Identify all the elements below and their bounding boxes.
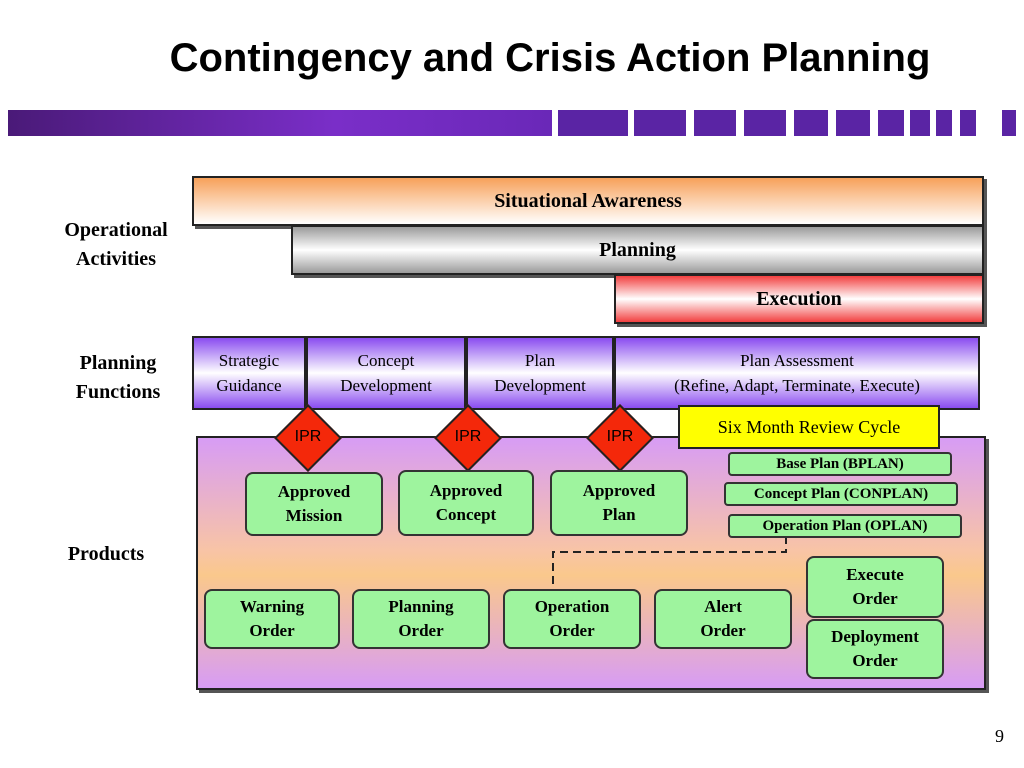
six-month-review-box: Six Month Review Cycle [678,405,940,449]
operation-plan-pill: Operation Plan (OPLAN) [728,514,962,538]
execution-band: Execution [614,274,984,324]
base-plan-pill: Base Plan (BPLAN) [728,452,952,476]
ipr-label-1: IPR [294,428,322,445]
ipr-label-2: IPR [454,428,482,445]
page-number: 9 [995,726,1004,746]
products-label: Products [67,543,145,565]
slide-title: Contingency and Crisis Action Planning [169,36,931,80]
concept-plan-pill: Concept Plan (CONPLAN) [724,482,958,506]
function-plan-assessment: Plan Assessment(Refine, Adapt, Terminate… [614,336,980,410]
ipr-label-3: IPR [606,428,634,445]
